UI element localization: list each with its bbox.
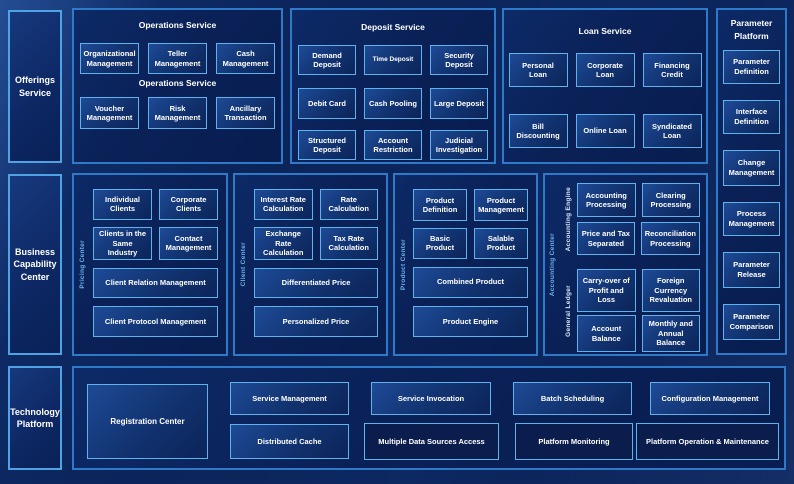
box-individual-clients: Individual Clients <box>93 189 152 220</box>
box-rate-calculation: Rate Calculation <box>319 189 378 220</box>
box-process-management: Process Management <box>723 201 780 236</box>
box-multiple-data-sources-access: Multiple Data Sources Access <box>364 423 499 460</box>
rail-business-capability-center: Business Capability Center <box>8 174 62 355</box>
box-cash-pooling: Cash Pooling <box>364 88 422 119</box>
box-contact-management: Contact Management <box>159 226 218 260</box>
box-bill-discounting: Bill Discounting <box>508 114 568 148</box>
box-risk-management: Risk Management <box>148 97 207 129</box>
box-time-deposit: Time Deposit <box>364 45 422 75</box>
box-large-deposit: Large Deposit <box>430 88 488 119</box>
box-product-engine: Product Engine <box>413 305 528 337</box>
box-service-invocation: Service Invocation <box>371 382 491 415</box>
box-voucher-management: Voucher Management <box>80 97 139 129</box>
operations-service-mid-label: Operations Service <box>138 78 217 88</box>
box-account-restriction: Account Restriction <box>364 130 422 160</box>
loan-service-title: Loan Service <box>578 26 632 36</box>
loan-service-panel: Loan Service Personal Loan Corporate Loa… <box>502 8 708 164</box>
box-parameter-release: Parameter Release <box>723 251 780 288</box>
box-price-and-tax-separated: Price and Tax Separated <box>577 222 635 255</box>
box-parameter-definition: Parameter Definition <box>723 49 780 84</box>
box-tax-rate-calculation: Tax Rate Calculation <box>319 226 378 260</box>
box-carry-over-of-profit-and-loss: Carry-over of Profit and Loss <box>577 269 636 312</box>
box-combined-product: Combined Product <box>413 266 528 298</box>
box-product-management: Product Management <box>474 189 528 221</box>
deposit-service-title: Deposit Service <box>361 22 425 32</box>
technology-platform-panel: Registration Center Service Management D… <box>72 366 786 470</box>
box-organizational-management: Organizational Management <box>80 43 139 74</box>
operations-service-panel: Operations Service Organizational Manage… <box>72 8 283 164</box>
general-ledger-group: General Ledger Carry-over of Profit and … <box>560 269 700 352</box>
box-corporate-loan: Corporate Loan <box>575 53 635 87</box>
parameter-platform-panel: Parameter Platform Parameter Definition … <box>716 8 787 355</box>
box-platform-operation-maintenance: Platform Operation & Maintenance <box>636 423 779 460</box>
box-personalized-price: Personalized Price <box>254 306 378 337</box>
box-exchange-rate-calculation: Exchange Rate Calculation <box>254 226 313 260</box>
box-debit-card: Debit Card <box>298 88 356 119</box>
pricing-center-side-label: Pricing Center <box>79 240 86 289</box>
box-judicial-investigation: Judicial Investigation <box>430 130 488 160</box>
box-batch-scheduling: Batch Scheduling <box>513 382 632 415</box>
box-interest-rate-calculation: Interest Rate Calculation <box>254 189 313 220</box>
rail-offerings-service: Offerings Service <box>8 10 62 163</box>
accounting-center-side-label: Accounting Center <box>549 232 556 297</box>
box-change-management: Change Management <box>723 149 780 186</box>
box-account-balance: Account Balance <box>577 315 636 352</box>
box-basic-product: Basic Product <box>413 227 467 259</box>
product-center-side-label: Product Center <box>399 238 407 291</box>
box-personal-loan: Personal Loan <box>508 53 568 87</box>
box-platform-monitoring: Platform Monitoring <box>515 423 633 460</box>
box-structured-deposit: Structured Deposit <box>298 130 356 160</box>
rail-technology-platform: Technology Platform <box>8 366 62 470</box>
box-clients-in-the-same-industry: Clients in the Same Industry <box>93 226 152 260</box>
box-reconciliation-processing: Reconciliation Processing <box>640 222 700 255</box>
parameter-platform-title: Parameter Platform <box>730 18 773 41</box>
box-client-relation-management: Client Relation Management <box>93 267 218 299</box>
box-service-management: Service Management <box>230 382 349 415</box>
box-parameter-comparison: Parameter Comparison <box>723 303 780 340</box>
box-salable-product: Salable Product <box>474 227 528 259</box>
accounting-center-panel: Accounting Center Accounting Engine Acco… <box>543 173 708 356</box>
box-differentiated-price: Differentiated Price <box>254 267 378 299</box>
accounting-engine-group: Accounting Engine Accounting Processing … <box>560 183 700 255</box>
deposit-service-panel: Deposit Service Demand Deposit Time Depo… <box>290 8 496 164</box>
box-monthly-and-annual-balance: Monthly and Annual Balance <box>641 315 700 352</box>
client-center-side-label: Client Center <box>240 242 247 287</box>
accounting-engine-side-label: Accounting Engine <box>565 186 572 252</box>
box-registration-center: Registration Center <box>87 384 208 459</box>
general-ledger-side-label: General Ledger <box>565 284 572 337</box>
box-client-protocol-management: Client Protocol Management <box>93 306 218 337</box>
box-distributed-cache: Distributed Cache <box>230 424 349 459</box>
product-center-panel: Product Center Product Definition Produc… <box>393 173 538 356</box>
box-configuration-management: Configuration Management <box>650 382 770 415</box>
box-interface-definition: Interface Definition <box>723 99 780 134</box>
box-foreign-currency-revaluation: Foreign Currency Revaluation <box>641 269 700 312</box>
box-clearing-processing: Clearing Processing <box>641 183 700 217</box>
box-demand-deposit: Demand Deposit <box>298 45 356 75</box>
client-center-panel: Client Center Interest Rate Calculation … <box>233 173 388 356</box>
box-cash-management: Cash Management <box>216 43 275 74</box>
box-accounting-processing: Accounting Processing <box>577 183 636 217</box>
box-financing-credit: Financing Credit <box>642 53 702 87</box>
box-corporate-clients: Corporate Clients <box>159 189 218 220</box>
pricing-center-panel: Pricing Center Individual Clients Corpor… <box>72 173 228 356</box>
box-ancillary-transaction: Ancillary Transaction <box>216 97 275 129</box>
box-product-definition: Product Definition <box>413 189 467 221</box>
box-teller-management: Teller Management <box>148 43 207 74</box>
box-syndicated-loan: Syndicated Loan <box>642 114 702 148</box>
box-security-deposit: Security Deposit <box>430 45 488 75</box>
operations-service-title: Operations Service <box>138 20 217 30</box>
box-online-loan: Online Loan <box>575 114 635 148</box>
